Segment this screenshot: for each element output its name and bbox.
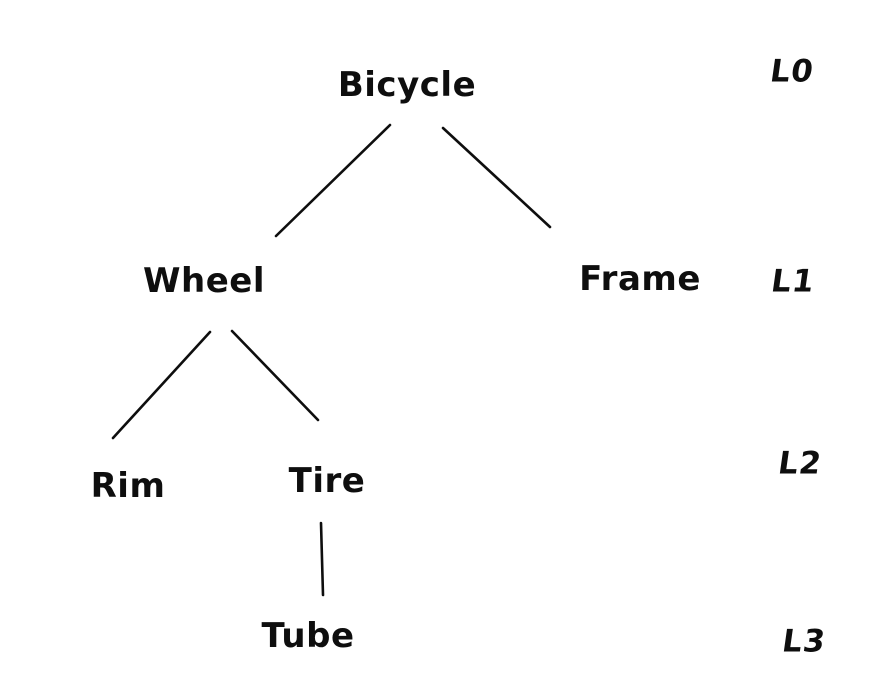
level-label-l1: L1 <box>768 263 818 300</box>
edge-bicycle-frame <box>441 126 552 229</box>
level-label-l2: L2 <box>775 445 825 482</box>
level-label-l0: L0 <box>767 53 817 90</box>
tree-node-wheel: Wheel <box>143 261 265 301</box>
edge-bicycle-wheel <box>274 123 392 238</box>
tree-node-tire: Tire <box>288 461 366 501</box>
level-label-l3: L3 <box>779 623 829 660</box>
edge-tire-tube <box>319 521 325 597</box>
tree-node-bicycle: Bicycle <box>337 65 477 105</box>
edge-wheel-rim <box>111 330 212 440</box>
tree-node-tube: Tube <box>261 616 355 656</box>
edge-wheel-tire <box>230 329 320 422</box>
tree-node-rim: Rim <box>90 466 166 506</box>
tree-node-frame: Frame <box>579 259 701 299</box>
